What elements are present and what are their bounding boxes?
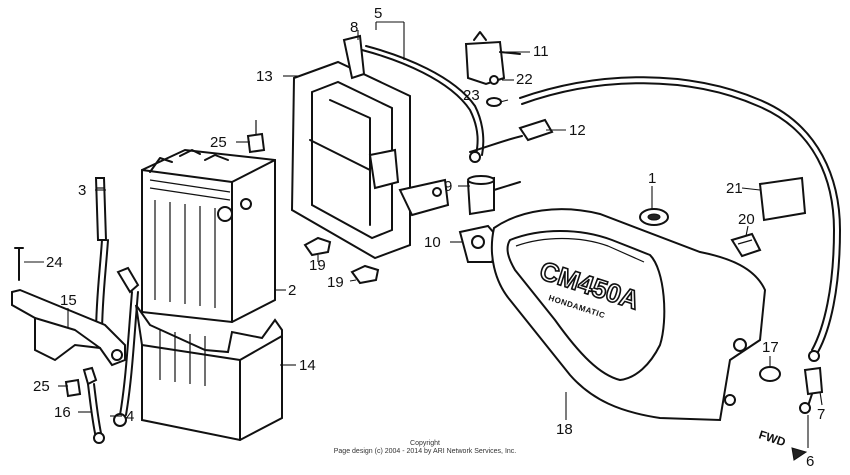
ground-cable <box>82 366 105 444</box>
callout-17: 17 <box>762 339 779 356</box>
long-cable <box>519 76 841 414</box>
caution-label <box>758 176 807 222</box>
callout-14: 14 <box>299 357 316 374</box>
battery-case <box>135 304 283 442</box>
fuse-holder <box>466 175 521 216</box>
callout-22: 22 <box>516 71 533 88</box>
callout-18: 18 <box>556 421 573 438</box>
battery-cable <box>113 266 140 427</box>
callout-25b: 25 <box>33 378 50 395</box>
cushion-right <box>350 264 380 285</box>
callout-24: 24 <box>46 254 63 271</box>
copyright-notice: Copyright Page design (c) 2004 - 2014 by… <box>0 440 850 456</box>
callout-4: 4 <box>126 408 134 425</box>
callout-9: 9 <box>444 178 452 195</box>
leader-lines <box>24 21 823 448</box>
bolt-washer-bottom <box>64 378 82 398</box>
callout-19b: 19 <box>327 274 344 291</box>
side-cover: CM450A HONDAMATIC <box>490 208 767 422</box>
copyright-line-2: Page design (c) 2004 - 2014 by ARI Netwo… <box>333 448 517 455</box>
callout-21: 21 <box>726 180 743 197</box>
battery-lead <box>469 118 554 153</box>
callout-5: 5 <box>374 5 382 22</box>
callout-15: 15 <box>60 292 77 309</box>
battery-holder-frame <box>290 60 450 260</box>
callout-10: 10 <box>424 234 441 251</box>
callout-13: 13 <box>256 68 273 85</box>
callout-16: 16 <box>54 404 71 421</box>
bolt <box>14 247 24 281</box>
callouts: 5 8 11 22 23 12 13 25 3 24 2 15 14 25 16… <box>33 5 825 470</box>
grommet-lower <box>759 366 781 382</box>
callout-11: 11 <box>533 43 549 60</box>
callout-2: 2 <box>288 282 296 299</box>
positive-cable <box>342 34 485 163</box>
callout-25a: 25 <box>210 134 227 151</box>
regulator <box>458 224 502 263</box>
callout-1: 1 <box>648 170 656 187</box>
battery <box>141 148 276 324</box>
nut <box>489 75 499 85</box>
callout-3: 3 <box>78 182 86 199</box>
callout-8: 8 <box>350 19 358 36</box>
callout-23: 23 <box>463 87 480 104</box>
cushion-left <box>303 236 332 257</box>
washer <box>486 97 502 107</box>
callout-12: 12 <box>569 122 586 139</box>
callout-19a: 19 <box>309 257 326 274</box>
callout-7: 7 <box>817 406 825 423</box>
callout-6: 6 <box>806 453 814 470</box>
breather-tube <box>94 177 109 336</box>
copyright-line-1: Copyright <box>410 440 440 447</box>
clip <box>730 232 762 258</box>
callout-20: 20 <box>738 211 755 228</box>
bolt-washer-top <box>246 120 266 154</box>
grommet-hole <box>647 213 661 221</box>
